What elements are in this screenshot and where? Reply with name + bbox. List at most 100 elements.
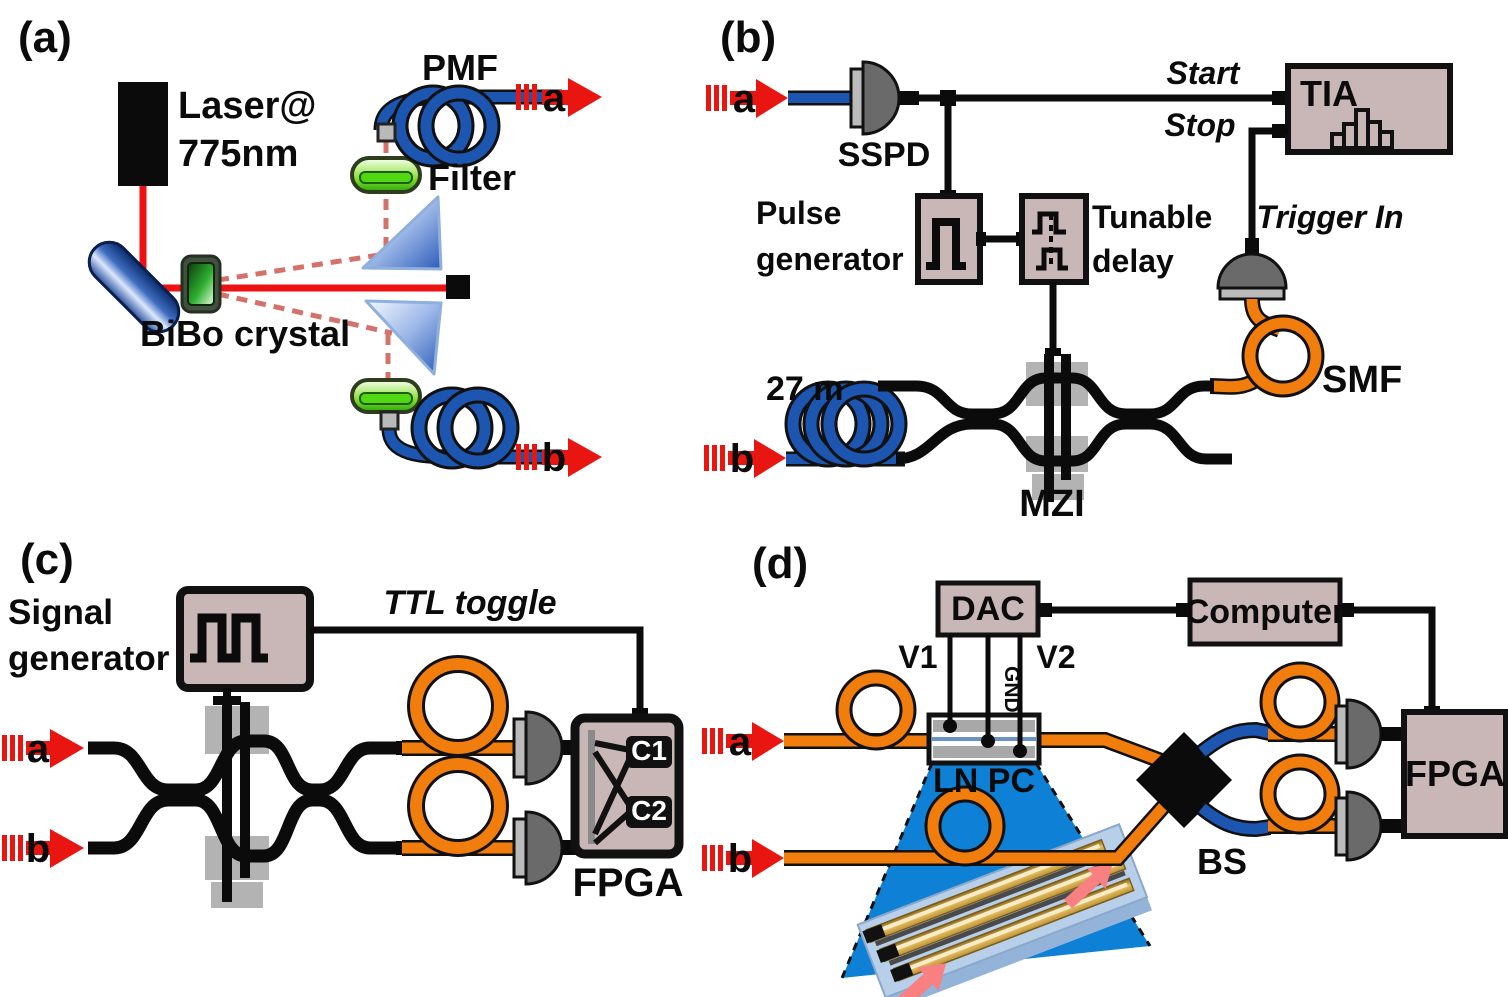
contact-pad	[876, 943, 900, 963]
bibo-crystal	[180, 254, 222, 314]
lnpc-stripe	[933, 720, 1035, 732]
electrode-bar	[1061, 354, 1071, 480]
output-path-top	[396, 655, 576, 786]
tia-box: TIA	[1272, 63, 1453, 155]
tunable-delay-box	[1019, 193, 1089, 285]
electrode-bar	[1044, 354, 1054, 502]
input-arrow-a: a	[706, 77, 788, 121]
detector-dome	[1345, 698, 1383, 770]
detector-window	[1334, 704, 1349, 765]
fpga-box-d: FPGA	[1401, 709, 1508, 839]
output-b-letter: b	[542, 436, 566, 480]
mzi-c	[88, 702, 402, 908]
electrode-pad	[211, 882, 263, 908]
detector-dome	[524, 810, 564, 886]
tunable-label2: delay	[1092, 243, 1174, 279]
stop-label: Stop	[1164, 107, 1235, 143]
panel-b-tag: (b)	[720, 13, 776, 62]
computer-port-right	[1340, 603, 1354, 617]
panel-a-tag: (a)	[18, 13, 72, 62]
mzi-waveguide-bottom	[88, 793, 402, 863]
filter-bottom	[350, 378, 422, 414]
wire-cap	[1045, 348, 1061, 356]
dac-box: DAC	[935, 580, 1052, 638]
histogram-icon	[1330, 108, 1394, 150]
v2-label: V2	[1036, 639, 1075, 675]
trigger-in-label: Trigger In	[1257, 199, 1404, 235]
trigger-detector	[1216, 238, 1288, 301]
light-out-arrow	[1063, 863, 1113, 909]
detector-stem	[899, 91, 919, 105]
laser-label-line2: 775nm	[178, 133, 298, 175]
detector-window	[1334, 796, 1349, 857]
gnd-label: GND	[1000, 666, 1023, 713]
laser-box	[118, 82, 168, 186]
channel2-badge	[626, 796, 672, 828]
detector-window	[1218, 286, 1286, 301]
fiber-b-d	[784, 785, 1170, 867]
v1-label: V1	[898, 639, 937, 675]
waveguide-groove	[888, 870, 1126, 966]
input-arrow-a: a	[2, 727, 84, 771]
dac-port	[1038, 603, 1052, 617]
detector-window	[512, 717, 528, 779]
input-a-letter: a	[27, 727, 50, 771]
signal-gen-label1: Signal	[8, 593, 113, 632]
start-label: Start	[1167, 55, 1241, 91]
signal-generator-box	[176, 586, 314, 692]
electrode-bar	[222, 702, 232, 902]
pmf-fiber-a	[373, 84, 562, 168]
contact-pad	[890, 962, 914, 983]
electrode-bar	[240, 702, 250, 878]
detector-dome	[861, 60, 901, 136]
input-a-letter: a	[729, 720, 752, 764]
fiber-27m-coil	[784, 380, 908, 468]
output-arrow-a: a	[516, 76, 602, 120]
waveguide-groove	[874, 851, 1112, 947]
prism-bottom	[364, 299, 443, 376]
delay-icon-pulse-top	[1032, 211, 1066, 235]
detector-stem	[1245, 238, 1259, 255]
wire-cap	[976, 232, 986, 246]
computer-label: Computer	[1185, 593, 1346, 631]
pulse-gen-label1: Pulse	[756, 195, 841, 231]
input-b-letter: b	[730, 437, 754, 481]
computer-box: Computer	[1176, 577, 1354, 647]
detector-dome	[1216, 252, 1288, 290]
sspd-label: SSPD	[838, 136, 931, 174]
filter-top	[350, 156, 422, 194]
sspd-detector	[849, 60, 919, 136]
dichroic-mirror	[87, 240, 181, 334]
fiber-b	[379, 386, 562, 470]
detector-stem	[1381, 727, 1404, 741]
fpga-box-c: C1 C2	[570, 713, 684, 859]
bs-output-top	[1197, 661, 1404, 770]
detector-window	[849, 67, 865, 129]
panel-a: (a)	[18, 13, 602, 480]
filter-label: Filter	[428, 157, 516, 198]
lnpc-stripe	[933, 746, 1035, 758]
pulse-icon	[926, 218, 966, 270]
output-path-bottom	[396, 755, 576, 886]
wire-cap	[213, 696, 241, 705]
smf-fiber	[1209, 298, 1325, 398]
lnpc-label: LN PC	[933, 762, 1035, 800]
light-in-arrow	[889, 963, 947, 997]
stop-wire	[1248, 127, 1288, 240]
mzi-label: MZI	[1019, 483, 1084, 525]
output-a-letter: a	[543, 76, 566, 120]
bs-label: BS	[1197, 841, 1247, 882]
fpga-label-d: FPGA	[1405, 753, 1505, 794]
ttl-toggle-label: TTL toggle	[383, 584, 556, 622]
panel-d-tag: (d)	[752, 539, 808, 588]
channel1-label: C1	[631, 735, 667, 766]
beam-dump	[446, 275, 470, 299]
crystal-label: BiBo crystal	[140, 313, 350, 354]
tia-label: TIA	[1300, 73, 1358, 114]
detector-dome	[524, 710, 564, 786]
mzi-waveguide-top	[878, 372, 1214, 420]
input-a-letter: a	[733, 77, 756, 121]
wire-junction	[940, 90, 956, 106]
